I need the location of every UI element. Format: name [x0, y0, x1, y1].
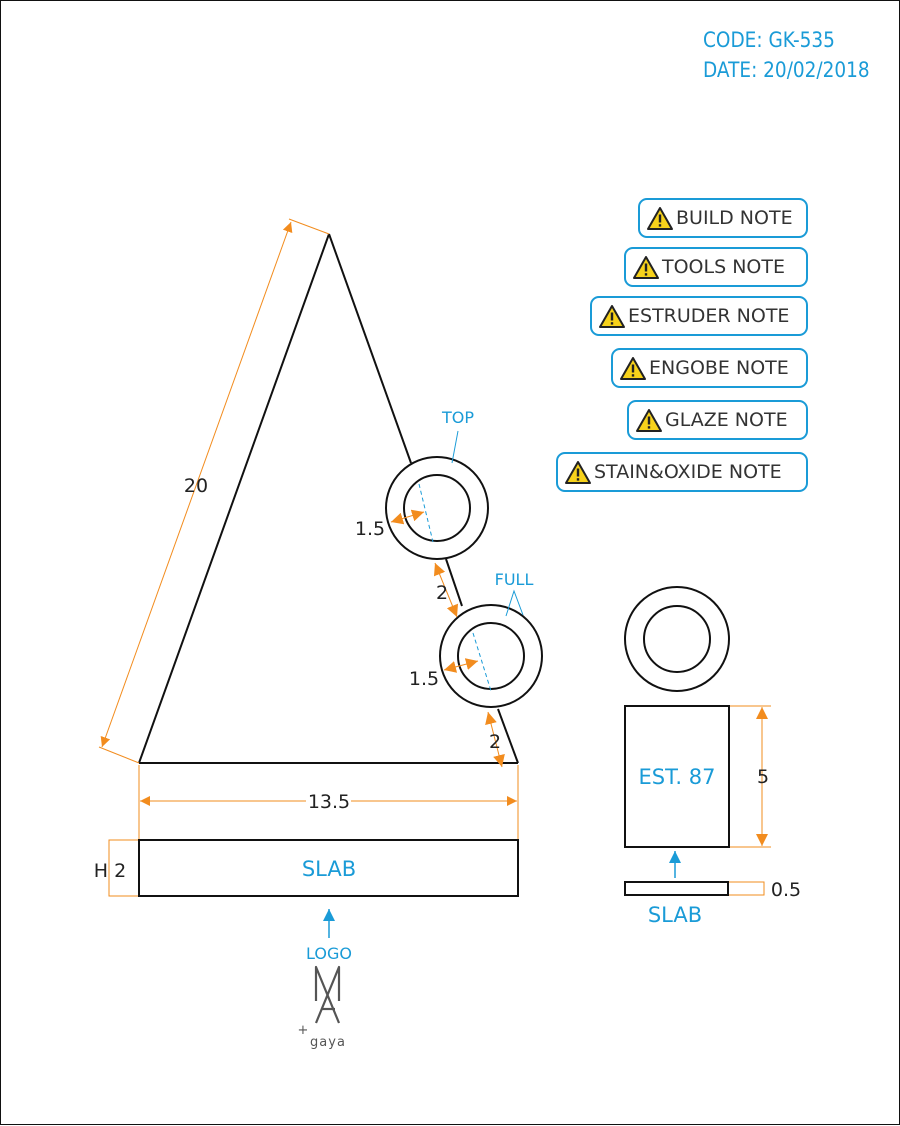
full-ring-thickness-label: 1.5: [409, 668, 439, 690]
cylinder-height-dimension: [730, 705, 771, 848]
side-dimension: [98, 218, 330, 764]
gaya-logo: [314, 965, 341, 1024]
base-dimension: [138, 765, 519, 839]
logo-label: LOGO: [306, 944, 352, 963]
full-leader: [505, 589, 524, 617]
ring-gap-label: 2: [436, 582, 448, 604]
slab-label: SLAB: [302, 857, 356, 881]
note-label: ESTRUDER NOTE: [628, 305, 790, 327]
full-ring-dimension: [443, 658, 479, 673]
top-ring-thickness-label: 1.5: [355, 518, 385, 540]
warning-icon: [598, 304, 626, 329]
warning-icon: [632, 255, 660, 280]
warning-icon: [564, 460, 592, 485]
cylinder-height-label: 5: [757, 766, 769, 788]
warning-icon: [635, 408, 663, 433]
slab-rectangle: [138, 839, 519, 897]
note-label: GLAZE NOTE: [665, 409, 788, 431]
full-section-line: [472, 632, 492, 692]
full-ring: [439, 604, 543, 708]
side-length-label: 20: [184, 475, 208, 497]
date-label: DATE: 20/02/2018: [703, 58, 870, 82]
title-block: CODE: GK-535 DATE: 20/02/2018: [703, 25, 870, 85]
cylinder-top-view: [624, 586, 730, 692]
code-label: CODE: GK-535: [703, 28, 835, 52]
warning-icon: [646, 206, 674, 231]
bottom-gap-label: 2: [489, 731, 501, 753]
ring-gap-dimension: [433, 562, 459, 618]
est-label: EST. 87: [638, 765, 715, 789]
full-label: FULL: [495, 570, 534, 589]
bottom-gap-dimension: [485, 711, 505, 768]
glaze-note-button[interactable]: GLAZE NOTE: [627, 400, 808, 440]
estruder-note-button[interactable]: ESTRUDER NOTE: [590, 296, 808, 336]
stain-oxide-note-button[interactable]: STAIN&OXIDE NOTE: [556, 452, 808, 492]
base-slab-thickness-label: 0.5: [771, 879, 801, 901]
slab-height-label: H 2: [94, 860, 126, 882]
top-section-line: [418, 483, 434, 543]
note-label: TOOLS NOTE: [662, 256, 785, 278]
slab-small-label: SLAB: [648, 903, 702, 927]
engobe-note-button[interactable]: ENGOBE NOTE: [611, 348, 808, 388]
top-label: TOP: [441, 408, 474, 427]
logo-wordmark: gaya: [310, 1035, 346, 1050]
note-label: ENGOBE NOTE: [649, 357, 789, 379]
cylinder-front-view: [624, 705, 730, 848]
slab-height-bracket: [108, 839, 138, 897]
top-ring: [385, 456, 489, 560]
base-slab-rectangle: [624, 881, 729, 896]
logo-plus: +: [298, 1023, 309, 1038]
note-label: STAIN&OXIDE NOTE: [594, 461, 782, 483]
note-label: BUILD NOTE: [676, 207, 793, 229]
warning-icon: [619, 356, 647, 381]
build-note-button[interactable]: BUILD NOTE: [638, 198, 808, 238]
base-slab-thickness-bracket: [729, 881, 765, 896]
base-width-label: 13.5: [308, 791, 350, 813]
top-ring-dimension: [390, 509, 425, 525]
top-leader: [451, 430, 459, 464]
tools-note-button[interactable]: TOOLS NOTE: [624, 247, 808, 287]
